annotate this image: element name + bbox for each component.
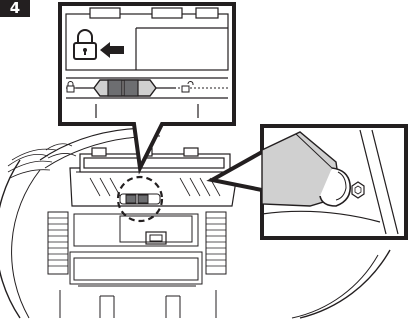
lock-highlight-circle xyxy=(116,175,164,223)
side-brush xyxy=(7,143,77,179)
lock-slider xyxy=(66,79,228,97)
small-lock-open-icon xyxy=(181,81,194,93)
lock-detail-callout xyxy=(58,2,236,175)
step-number-badge: 4 xyxy=(0,0,30,17)
brush-cover-lock-slider xyxy=(119,193,161,205)
body-panels xyxy=(59,213,217,318)
arrow-left-icon xyxy=(100,42,124,58)
brush-cap-detail-callout xyxy=(206,124,408,240)
hex-socket xyxy=(351,181,365,199)
left-grille xyxy=(47,211,69,275)
small-lock-closed-icon xyxy=(66,81,75,93)
right-grille xyxy=(205,211,227,275)
brush-cover xyxy=(69,147,239,207)
lock-icon xyxy=(73,29,97,60)
